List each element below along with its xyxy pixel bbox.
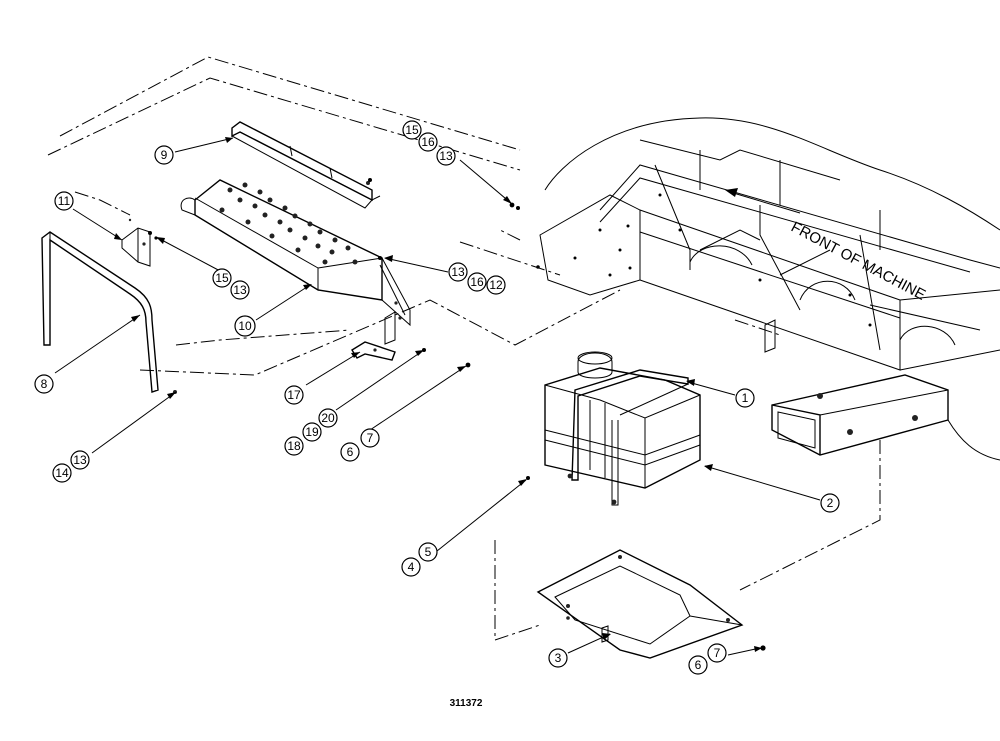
- fasteners: [148, 178, 766, 651]
- callout-18: 18: [284, 436, 304, 456]
- svg-text:11: 11: [58, 194, 71, 208]
- svg-text:13: 13: [73, 453, 87, 467]
- svg-text:6: 6: [347, 445, 354, 459]
- callout-4: 4: [401, 557, 421, 577]
- callout-16-right: 16: [467, 272, 487, 292]
- callout-14: 14: [52, 463, 72, 483]
- svg-text:15: 15: [405, 123, 419, 137]
- callout-6-lower: 6: [688, 655, 708, 675]
- handle-part-8: [41, 231, 177, 394]
- bracket-part-11: [121, 218, 151, 267]
- svg-text:17: 17: [287, 388, 301, 402]
- phantom-lines: [47, 56, 881, 641]
- svg-text:2: 2: [827, 496, 834, 510]
- svg-text:6: 6: [695, 658, 702, 672]
- bracket-part-17: [351, 311, 396, 361]
- svg-text:4: 4: [408, 560, 415, 574]
- drawing-number: 311372: [450, 698, 483, 709]
- callout-1: 1: [735, 388, 755, 408]
- callout-7-lower: 7: [707, 643, 727, 663]
- svg-text:8: 8: [41, 377, 48, 391]
- callouts: 1 2 3 4 5 6 7 6 7 8 9 10 11 12 13 13 13 …: [34, 120, 840, 675]
- callout-20: 20: [318, 408, 338, 428]
- callout-9: 9: [154, 145, 174, 165]
- callout-13-mid: 13: [230, 280, 250, 300]
- svg-text:16: 16: [421, 135, 435, 149]
- leader-lines: [54, 137, 821, 656]
- svg-text:13: 13: [233, 283, 247, 297]
- callout-12: 12: [486, 275, 506, 295]
- callout-13-right: 13: [448, 262, 468, 282]
- svg-text:10: 10: [238, 319, 252, 333]
- callout-13-left: 13: [70, 450, 90, 470]
- tank-part-2: [544, 351, 701, 489]
- tray-part-3: [536, 549, 744, 659]
- tray-part-10: [180, 179, 411, 327]
- callout-16-top: 16: [418, 132, 438, 152]
- callout-19: 19: [302, 422, 322, 442]
- callout-7: 7: [360, 428, 380, 448]
- tray-part-9: [231, 121, 381, 209]
- svg-text:20: 20: [321, 411, 335, 425]
- svg-text:16: 16: [470, 275, 484, 289]
- front-of-machine-label: FRONT OF MACHINE: [788, 219, 928, 304]
- svg-text:7: 7: [714, 646, 721, 660]
- callout-3: 3: [548, 648, 568, 668]
- svg-text:9: 9: [161, 148, 168, 162]
- callout-6: 6: [340, 442, 360, 462]
- svg-text:18: 18: [287, 439, 301, 453]
- svg-text:12: 12: [489, 278, 503, 292]
- svg-text:3: 3: [555, 651, 562, 665]
- callout-8: 8: [34, 374, 54, 394]
- callout-5: 5: [418, 542, 438, 562]
- svg-text:14: 14: [55, 466, 69, 480]
- callout-13-top: 13: [436, 146, 456, 166]
- svg-text:19: 19: [305, 425, 319, 439]
- callout-15-top: 15: [402, 120, 422, 140]
- machine-frame: FRONT OF MACHINE: [539, 117, 1000, 461]
- callout-2: 2: [820, 493, 840, 513]
- svg-text:13: 13: [451, 265, 465, 279]
- callout-15-mid: 15: [212, 268, 232, 288]
- callout-11: 11: [54, 191, 74, 211]
- tank-strap-part-1: [567, 369, 689, 506]
- svg-text:15: 15: [215, 271, 229, 285]
- callout-10: 10: [234, 315, 256, 337]
- callout-17: 17: [284, 385, 304, 405]
- svg-text:5: 5: [425, 545, 432, 559]
- svg-text:7: 7: [367, 431, 374, 445]
- svg-text:13: 13: [439, 149, 453, 163]
- svg-text:1: 1: [742, 391, 749, 405]
